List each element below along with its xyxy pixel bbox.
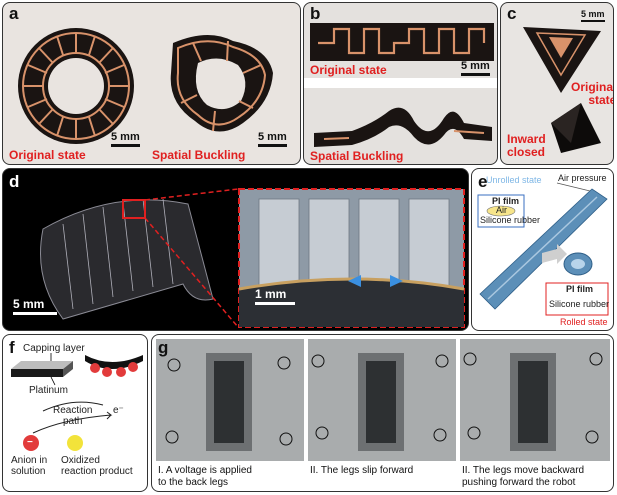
electron-label: e⁻	[113, 405, 124, 416]
panel-a-label: a	[9, 4, 19, 23]
pneumatic-actuator-diagram	[477, 182, 609, 316]
air-pressure-label: Air pressure	[558, 173, 607, 183]
original-state-label: Original state	[9, 148, 86, 162]
cylinder-kirigami-image	[40, 188, 465, 328]
minus-sign: −	[27, 437, 33, 448]
original-state-label: Original state	[310, 63, 387, 77]
triangle-origami-image	[523, 27, 601, 153]
scale-bar-d-right: 1 mm	[255, 287, 295, 305]
caption-step-2: II. The legs slip forward	[310, 465, 414, 476]
microrobot-frames	[156, 339, 610, 461]
panel-b: b Original state Spatial Buckling 5 mm	[303, 2, 498, 165]
robot-frame-1	[156, 339, 304, 461]
scale-bar-a-left: 5 mm	[111, 131, 140, 147]
ring-kirigami-image	[18, 28, 273, 144]
scale-bar-a-right: 5 mm	[258, 131, 287, 147]
panel-d: d 5 mm 1 mm	[2, 168, 469, 331]
silicone-rubber-rolled-label: Silicone rubber	[549, 299, 610, 309]
spatial-buckling-label: Spatial Buckling	[310, 149, 404, 163]
scale-bar-d-left: 5 mm	[13, 297, 57, 315]
rolled-state-label: Rolled state	[560, 317, 608, 327]
electrochemical-actuator-diagram	[11, 353, 143, 451]
capping-layer-label: Capping layer	[23, 343, 85, 354]
scale-bar-c: 5 mm	[581, 9, 605, 22]
panel-e-label: e	[478, 172, 488, 191]
robot-frame-2	[308, 339, 456, 461]
serpentine-strip-image	[304, 23, 497, 147]
pi-film-label: PI film	[492, 196, 520, 206]
panel-f-label: f	[9, 338, 15, 357]
air-label: Air	[496, 205, 507, 215]
pi-film-rolled-label: PI film	[566, 284, 594, 294]
platinum-label: Platinum	[29, 385, 68, 396]
panel-b-label: b	[310, 4, 321, 23]
panel-g-label: g	[158, 338, 169, 357]
spatial-buckling-label: Spatial Buckling	[152, 148, 246, 162]
panel-e: e Unrolled state Air pressure PI film Ai…	[471, 168, 614, 331]
robot-frame-3	[460, 339, 610, 461]
unrolled-state-label: Unrolled state	[486, 175, 542, 185]
panel-a: a Original state Spatial Buckling 5 mm 5…	[2, 2, 301, 165]
silicone-rubber-label: Silicone rubber	[480, 215, 541, 225]
panel-c-label: c	[507, 4, 517, 23]
panel-d-label: d	[9, 172, 20, 191]
scale-bar-b: 5 mm	[461, 60, 490, 76]
